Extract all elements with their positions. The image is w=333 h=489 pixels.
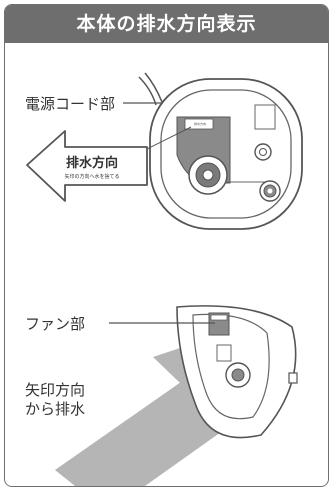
drain-direction-subtitle: 矢印の方向へ水を捨てる [64, 174, 120, 180]
page-title: 本体の排水方向表示 [5, 5, 328, 43]
side-nub [288, 372, 298, 384]
drain-direction-title: 排水方向 [65, 156, 118, 171]
small-knob-inner [259, 148, 267, 156]
drain-tag [184, 118, 214, 130]
bracket [254, 104, 276, 130]
illustration [26, 72, 303, 486]
instruction-card: 本体の排水方向表示 [4, 4, 329, 487]
drain-arrow-shape [26, 130, 148, 202]
fan-block-top [210, 314, 228, 321]
fan-label: ファン部 [25, 315, 86, 333]
drain-tag-text: 排水方向 [193, 122, 206, 126]
dial-inner [202, 169, 214, 181]
power-cord-label: 電源コード部 [25, 95, 116, 113]
power-cord-2 [138, 76, 157, 106]
arrow-direction-label: 矢印方向 から排水 [25, 381, 86, 418]
lower-knob-center [267, 188, 273, 194]
power-cord [144, 72, 163, 103]
bottom-bracket [216, 344, 232, 362]
bottom-dial-inner [231, 368, 245, 382]
